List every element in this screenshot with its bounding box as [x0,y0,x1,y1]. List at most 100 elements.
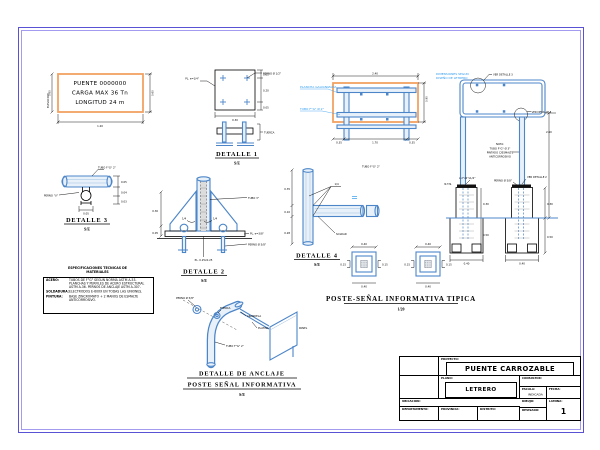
d1-title: DETALLE 1 [216,151,258,158]
d2-weld-right: 1/4 [213,217,218,221]
revisado-label: REVISADO: [522,409,540,412]
lamina-value: 1 [560,407,567,416]
notes-heading: ESPECIFICACIONES TECNICAS DE MATERIALES [43,266,152,274]
d3-dim-bottom: 0.05 [83,212,89,216]
titleblock-entity-cell [400,376,439,399]
rear-dim-f1: 0.30 [547,202,553,206]
detalle1-drawing: PERNO Ø 1/2" PL. e=1/4" 0.05 0.20 0.05 0… [185,69,281,166]
anc-title2: POSTE SEÑAL INFORMATIVA [188,381,297,389]
proyecto-value: PUENTE CARROZABLE [464,365,556,373]
rear-callout-angle: L 2"x2"x1/4" [459,176,475,180]
d2-callout-tube: TUBO 3" [248,196,259,200]
titleblock-ubicacion-cell: UBICACION: [400,399,520,407]
ubicacion-label: UBICACION: [402,400,421,403]
anc-title1: DETALLE DE ANCLAJE [199,371,285,378]
d2-dim-l2: 0.05 [152,231,158,235]
d4-title: DETALLE 4 [296,253,338,260]
d1-dim-r2: 0.20 [263,89,269,93]
notes-heading-line1: ESPECIFICACIONES TECNICAS DE [68,266,127,270]
plan1-dim-bottom: 0.40 [361,285,367,289]
d1-side-note: TUERCA [264,131,275,135]
rear-ground-label: N.T.N. [444,182,452,186]
d3-callout-tube: TUBO F°G° 2" [98,166,116,170]
front-note-tubo: TUBO F°G° Ø 2" [299,106,325,111]
rear-dim-found-b2: 0.40 [519,262,525,266]
rear-nota3: PINTADO C/ESMALTE [487,151,514,155]
front-dim-b1: 0.35 [336,141,342,145]
notes-label: PINTURA: [46,295,63,299]
front-dim-right: 0.90 [425,96,429,102]
front-dim-b2: 1.70 [372,141,378,145]
rear-nota1: NOTA: [496,142,504,146]
rear-dim-found-b1: 0.40 [464,262,470,266]
plate-dim-bottom: 1.20 [97,124,103,128]
plate-dim-left: 0.60 [48,90,52,96]
notes-heading-line2: MATERIALES [86,270,109,274]
anc-callout-tubo: TUBO F°G° 2" [226,344,244,348]
d3-dim-r2: 0.04 [121,191,127,195]
sign-elevation-drawing: DIMENSIONES SEGUN DISEÑO DE LETRERO VER … [436,72,558,266]
plan2-dim-bottom: 0.40 [425,285,431,289]
proyecto-value-box: PUENTE CARROZABLE [446,362,574,376]
plan1-dim-right: 0.15 [382,263,388,267]
anchor-detail-drawing: PERNO Ø 5/8" TUERCA ARANDELA PLATINA TUB… [176,295,308,397]
rear-dim-m1: 0.30 [483,202,489,206]
anc-callout-platina: PLATINA [258,326,269,330]
rear-dim-height: 2.60 [546,130,552,134]
d1-dim-bottom: 0.30 [232,118,238,122]
rear-dim-m2: 0.50 [483,233,489,237]
d2-callout-plate: PL. e=3/8" [250,232,264,236]
d3-dim-r3: 0.03 [121,200,127,204]
distrito-label: DISTRITO: [480,408,496,411]
detalle3-drawing: TUBO F°G° 2" PERNO "U" 0.05 0.04 0.03 0.… [44,166,127,232]
fecha-label: FECHA: [549,388,561,391]
plan1-dim-top: 0.40 [361,242,367,246]
notes-label: ACERO: [46,278,60,282]
rear-note1: DIMENSIONES SEGUN [436,72,469,76]
detalle4-drawing: 1/4 SOLDAR TUBO F°G° 2" 0.35 0.10 0.28 D… [284,165,380,268]
plano-value-box: LETRERO [445,382,517,398]
anc-scale: S/E [239,392,245,397]
escala-label: ESCALA: [522,388,536,391]
d4-dim-l2: 0.10 [284,210,290,214]
front-dim-b3: 0.35 [409,141,415,145]
titleblock-consultor-cell: CONSULTOR: [520,376,580,387]
sheet-border-inner [21,30,581,430]
notes-label: SOLDADURA: [46,290,69,294]
titleblock-escala-cell: ESCALA: INDICADA [520,387,547,399]
front-dim-top: 2.40 [372,72,378,76]
d4-callout-tube: TUBO F°G° 2" [362,165,380,169]
escala-value: INDICADA [528,393,543,397]
d3-scale: S/E [84,227,90,232]
consultor-label: CONSULTOR: [522,377,542,380]
d1-dim-r3: 0.05 [263,106,269,110]
rear-note2: DISEÑO DE LETRERO [436,75,468,80]
titleblock-logo-cell [400,357,439,376]
notes-text: BASE ZINCROMATO + 2 MANOS DE ESMALTE ANT… [69,295,139,303]
rear-dim-f2: 0.50 [547,235,553,239]
d4-weld-label: 1/4 [335,182,340,186]
detalle2-drawing: 1/4 1/4 TUBO 3" PL. e=3/8" PERNO Ø 5/8" … [152,176,266,283]
rear-callout-d3: VER DETALLE 3 [493,73,513,77]
anc-callout-panel: PANEL [299,326,308,330]
anc-callout-arandela: ARANDELA [247,314,261,318]
d1-callout-bolt: PERNO Ø 1/2" [263,71,281,76]
titleblock-lamina-cell: LAMINA: 1 [547,399,580,420]
d2-title: DETALLE 2 [183,269,225,276]
rear-callout-perno: PERNO Ø 5/8" [494,178,512,183]
notes-row-pintura: PINTURA: BASE ZINCROMATO + 2 MANOS DE ES… [46,295,152,303]
titleblock-distrito-cell: DISTRITO: [478,407,520,420]
plano-label: PLANO: [441,377,453,380]
d2-dim-l1: 0.30 [152,209,158,213]
notes-text: TUBOS DE F°G° SEGUN NORMA ASTM A-53. PLA… [69,278,145,289]
rear-nota4: ANTICORROSIVO [489,155,511,159]
d2-weld-left: 1/4 [182,217,187,221]
d2-callout-base: PL. 0.25x0.25 [195,258,213,262]
rear-callout-d2: VER DETALLE 2 [527,175,547,179]
plate-line2: CARGA MAX 36 Tn [72,91,128,97]
foundation-plan-square-1: 0.40 0.40 0.15 0.15 [340,242,388,289]
anc-callout-perno: PERNO Ø 5/8" [176,295,194,300]
titleblock-dibujo-cell: DIBUJO: [520,399,547,408]
d4-dim-l1: 0.35 [284,187,290,191]
